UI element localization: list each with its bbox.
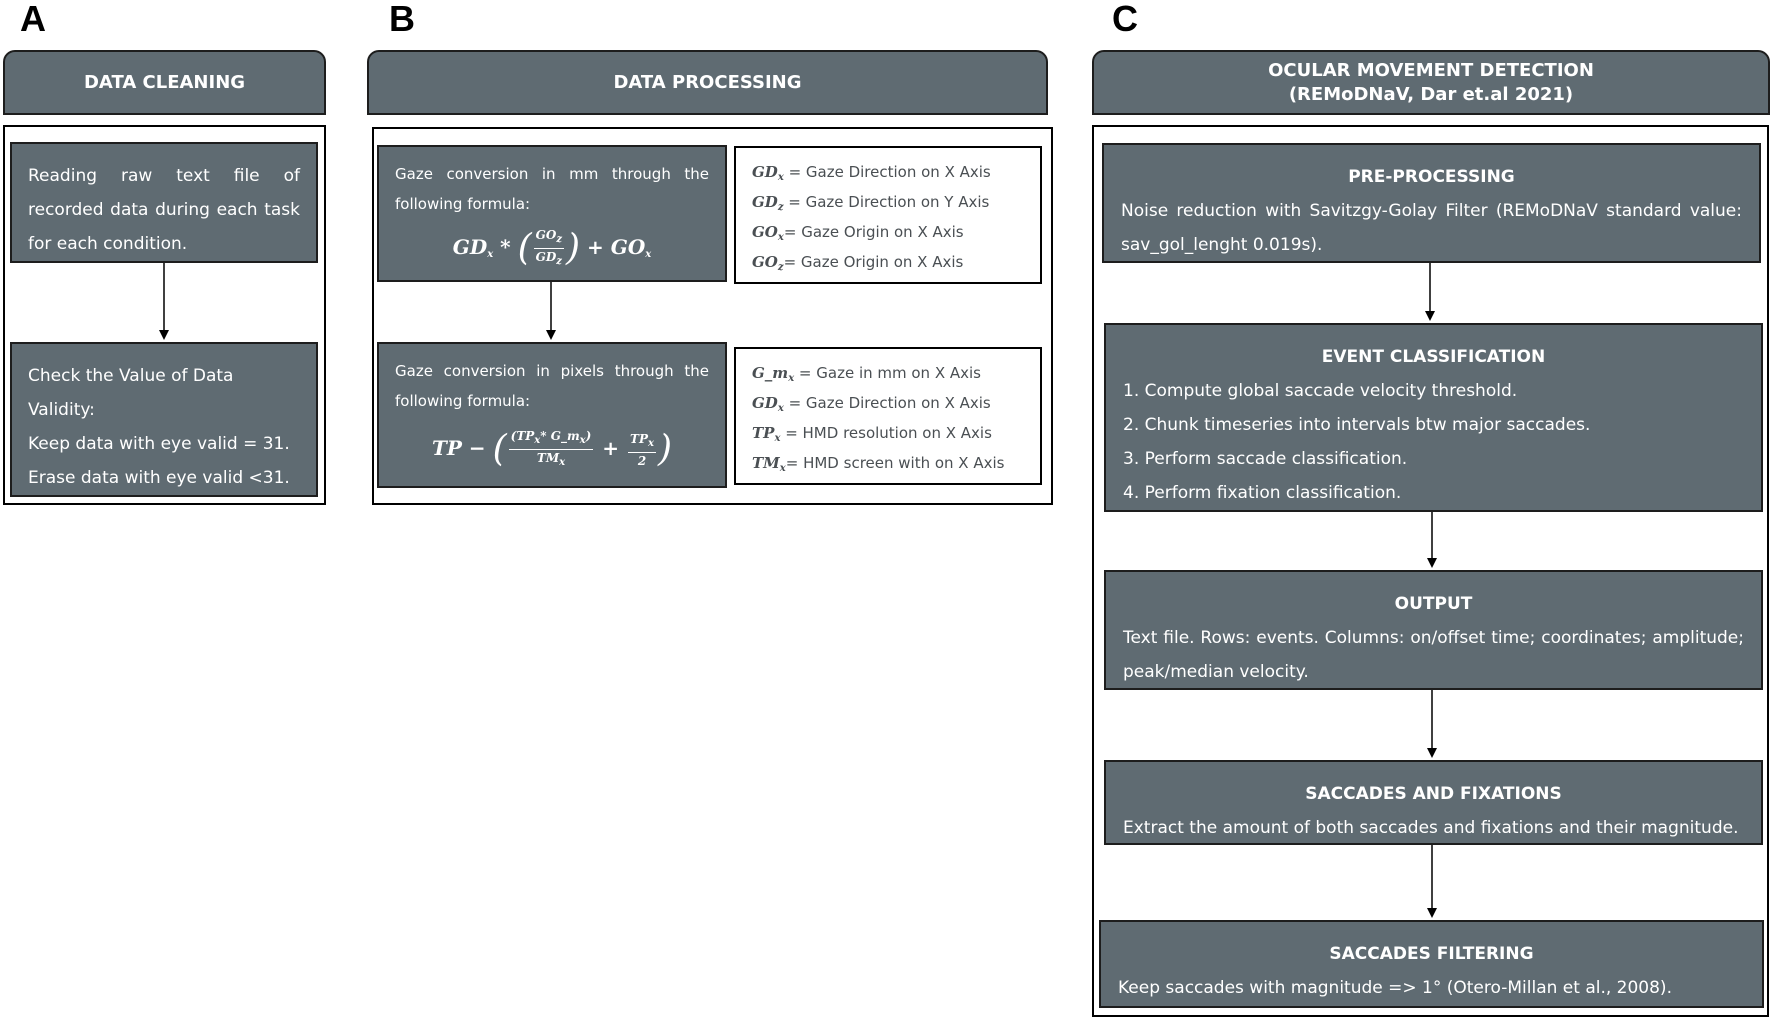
- validity-line-1: Check the Value of Data Validity:: [28, 366, 234, 420]
- saccades-fixations-title: SACCADES AND FIXATIONS: [1305, 784, 1562, 804]
- legend1-row: GDx = Gaze Direction on X Axis: [752, 163, 991, 183]
- panel-b-pixel-box: Gaze conversion in pixels through the fo…: [377, 342, 727, 488]
- panel-a-validity-box: Check the Value of Data Validity: Keep d…: [10, 342, 318, 497]
- saccades-filtering-text: Keep saccades with magnitude => 1° (Oter…: [1118, 978, 1672, 998]
- pixel-box-text: Gaze conversion in pixels through the fo…: [395, 362, 709, 410]
- event-item: 1. Compute global saccade velocity thres…: [1123, 381, 1518, 401]
- panel-c-header: OCULAR MOVEMENT DETECTION (REMoDNaV, Dar…: [1092, 50, 1770, 115]
- panel-a-letter: A: [20, 0, 46, 39]
- panel-a-header: DATA CLEANING: [3, 50, 326, 115]
- pre-processing-box: PRE-PROCESSING Noise reduction with Savi…: [1102, 143, 1761, 263]
- panel-a-read-box: Reading raw text file of recorded data d…: [10, 142, 318, 263]
- validity-line-2: Keep data with eye valid = 31.: [28, 434, 290, 454]
- saccades-filtering-box: SACCADES FILTERING Keep saccades with ma…: [1099, 920, 1764, 1008]
- saccades-filtering-title: SACCADES FILTERING: [1329, 944, 1534, 964]
- legend1-row: GDz = Gaze Direction on Y Axis: [752, 193, 990, 213]
- legend2-row: G_mx = Gaze in mm on X Axis: [752, 364, 981, 384]
- panel-b-legend-1: GDx = Gaze Direction on X Axis GDz = Gaz…: [734, 146, 1042, 284]
- legend1-row: GOx= Gaze Origin on X Axis: [752, 223, 964, 243]
- legend2-row: GDx = Gaze Direction on X Axis: [752, 394, 991, 414]
- panel-c-header-line1: OCULAR MOVEMENT DETECTION: [1268, 60, 1594, 82]
- event-item: 4. Perform fixation classification.: [1123, 483, 1402, 503]
- output-title: OUTPUT: [1394, 594, 1473, 614]
- mm-box-text: Gaze conversion in mm through the follow…: [395, 165, 709, 213]
- panel-b-letter: B: [389, 0, 415, 39]
- pre-processing-title: PRE-PROCESSING: [1348, 167, 1515, 187]
- saccades-fixations-text: Extract the amount of both saccades and …: [1123, 818, 1739, 838]
- legend1-row: GOz= Gaze Origin on X Axis: [752, 253, 964, 273]
- saccades-fixations-box: SACCADES AND FIXATIONS Extract the amoun…: [1104, 760, 1763, 845]
- event-classification-box: EVENT CLASSIFICATION 1. Compute global s…: [1104, 323, 1763, 512]
- event-item: 2. Chunk timeseries into intervals btw m…: [1123, 415, 1591, 435]
- panel-c-header-line2: (REMoDNaV, Dar et.al 2021): [1288, 83, 1574, 105]
- panel-b-legend-2: G_mx = Gaze in mm on X Axis GDx = Gaze D…: [734, 347, 1042, 485]
- output-text: Text file. Rows: events. Columns: on/off…: [1123, 628, 1744, 682]
- event-classification-title: EVENT CLASSIFICATION: [1321, 347, 1546, 367]
- event-item: 3. Perform saccade classification.: [1123, 449, 1408, 469]
- panel-c-letter: C: [1112, 0, 1138, 39]
- legend2-row: TMx= HMD screen with on X Axis: [752, 454, 1005, 474]
- legend2-row: TPx = HMD resolution on X Axis: [752, 424, 992, 444]
- panel-b-mm-box: Gaze conversion in mm through the follow…: [377, 145, 727, 282]
- output-box: OUTPUT Text file. Rows: events. Columns:…: [1104, 570, 1763, 690]
- pre-processing-text: Noise reduction with Savitzgy-Golay Filt…: [1121, 201, 1742, 255]
- panel-b-header: DATA PROCESSING: [367, 50, 1048, 115]
- validity-line-3: Erase data with eye valid <31.: [28, 468, 290, 488]
